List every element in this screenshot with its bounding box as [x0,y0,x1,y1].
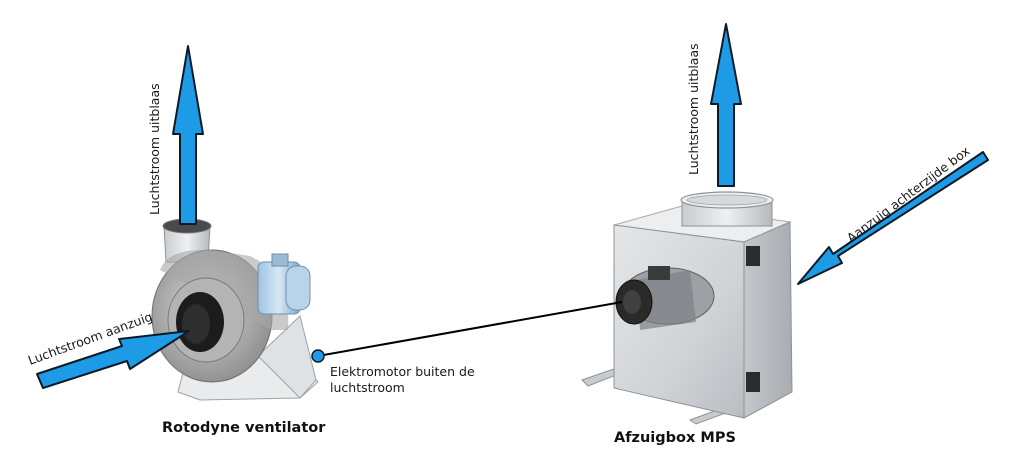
left-outlet-label: Luchtstroom uitblaas [147,83,162,215]
right-inlet-arrow [797,151,989,285]
caption-rotodyne: Rotodyne ventilator [162,420,326,436]
right-outlet-label: Luchtstroom uitblaas [686,43,701,175]
motor-note-line2: luchtstroom [330,380,405,395]
rotodyne-fan-illustration [151,218,319,401]
left-inlet-arrow [36,330,190,389]
right-outlet-arrow [710,23,742,187]
motor-note-line1: Elektromotor buiten de [330,364,475,379]
afzuigbox-illustration [581,191,793,425]
motor-callout-dot-left [311,349,325,363]
caption-afzuigbox: Afzuigbox MPS [614,430,736,446]
left-outlet-arrow [172,45,204,225]
right-inlet-label: Aanzuig achterzijde box [844,143,973,245]
motor-callout-line [317,301,623,357]
